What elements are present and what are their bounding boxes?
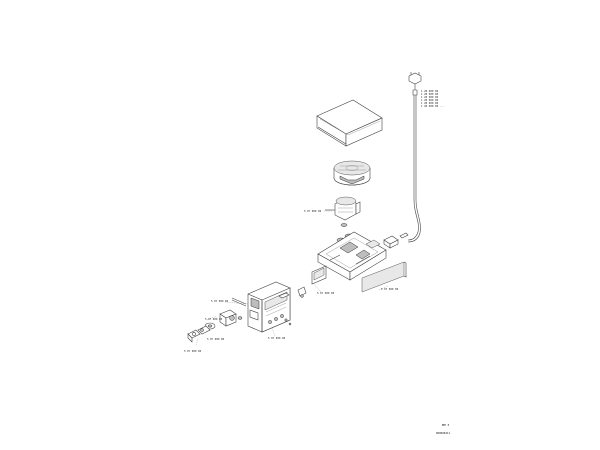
- side-panel: [361, 261, 407, 293]
- parts-list-line: 1 20 000 00: [421, 96, 439, 99]
- callout-bottom-knob: 5 07 000 00: [184, 350, 202, 353]
- parts-list-line: 1 20 000 00: [421, 90, 439, 93]
- front-panel: [247, 281, 291, 333]
- parts-list-line: 1 20 000 00 ...: [421, 105, 445, 108]
- parts-list: 1 20 000 00 1 20 000 00 1 20 000 00 1 20…: [421, 90, 444, 108]
- callout-knob-group: 5 07 000 00: [205, 318, 223, 321]
- leader-lines: [195, 210, 389, 346]
- chassis-meter: [311, 265, 327, 285]
- parts-list-line: 1 20 000 00: [421, 93, 439, 96]
- parts-list-line: 1 20 000 00: [421, 99, 439, 102]
- callout-knob-rear: 5 07 000 00: [207, 338, 225, 341]
- callout-panel-right: 5 07 000 00: [381, 288, 399, 291]
- chassis-base: [317, 231, 387, 281]
- parts-list-line: 1 20 000 00: [421, 102, 439, 105]
- transformer-drum: [333, 160, 371, 186]
- callout-motor: 5 07 000 00: [304, 210, 322, 213]
- callout-front-panel: 5 07 000 00: [211, 300, 229, 303]
- top-cover: [316, 99, 383, 147]
- knob-group: [187, 309, 243, 343]
- power-cord: [407, 72, 422, 243]
- callout-knob-small: 5 07 000 00: [268, 337, 286, 340]
- cord-connector: [383, 232, 409, 249]
- front-small-parts: [231, 286, 307, 326]
- callout-chassis-left: 5 07 000 00: [317, 292, 335, 295]
- sheet-number: BM 3: [442, 423, 450, 427]
- drawing-code: 000000411: [436, 432, 451, 435]
